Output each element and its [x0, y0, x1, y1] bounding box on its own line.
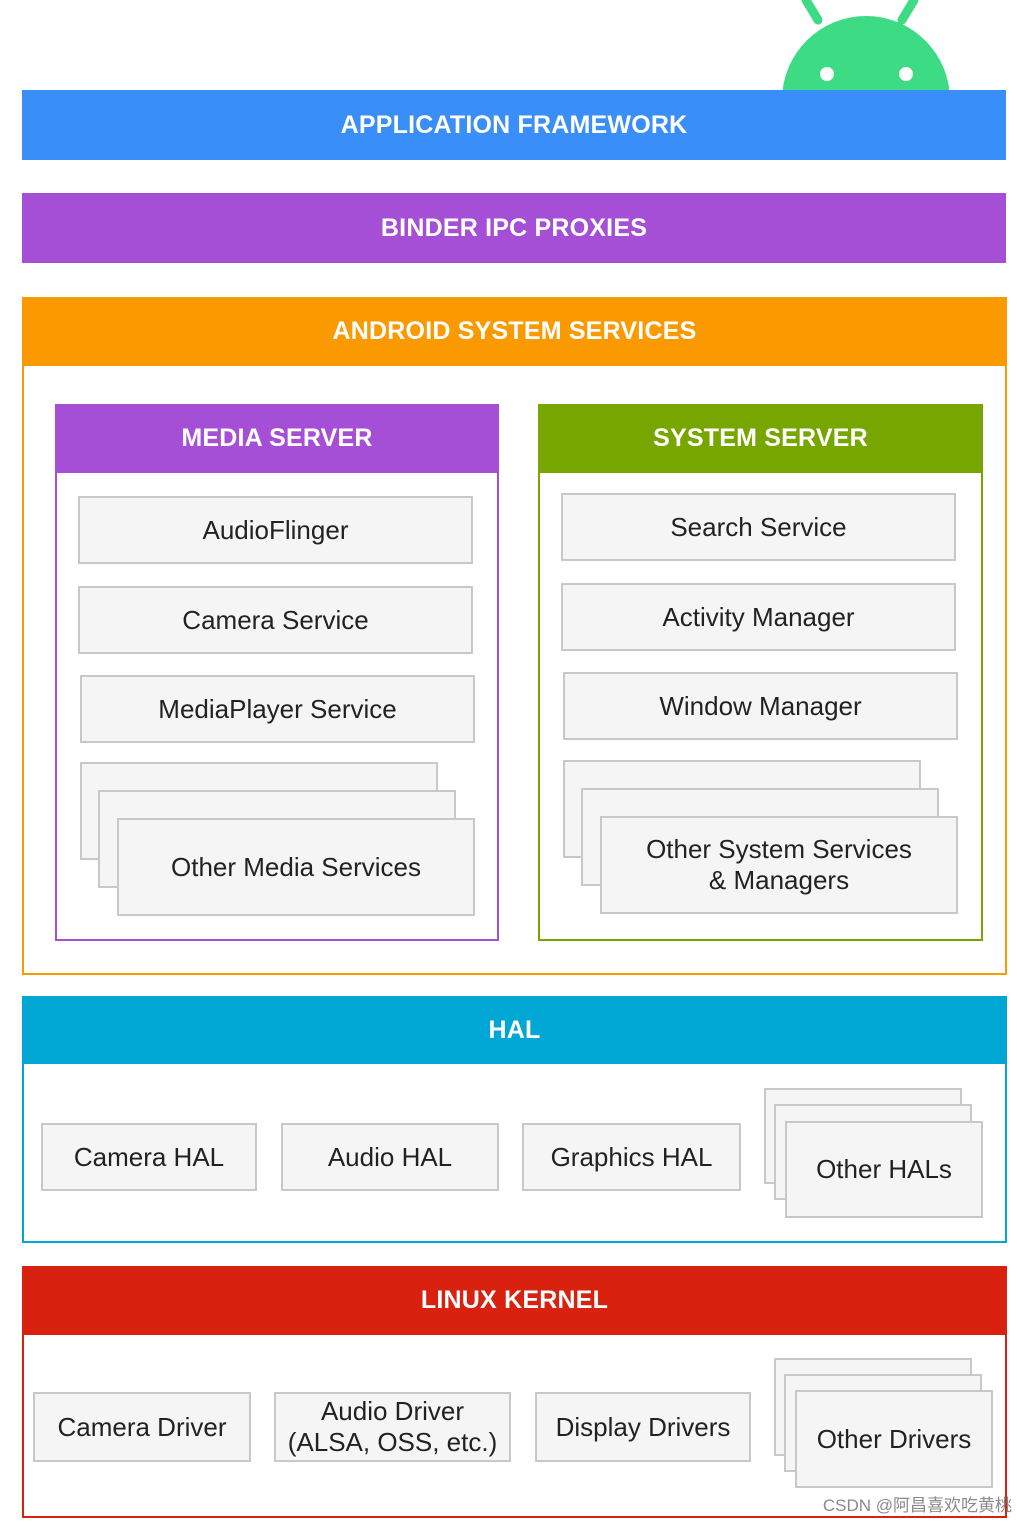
hal-label: HAL — [488, 1015, 541, 1044]
activity-manager-label: Activity Manager — [662, 601, 855, 632]
other-media-services-label: Other Media Services — [171, 851, 421, 882]
application-framework-label: APPLICATION FRAMEWORK — [340, 110, 688, 139]
display-drivers-label: Display Drivers — [555, 1411, 731, 1442]
binder-ipc-bar: BINDER IPC PROXIES — [22, 193, 1006, 263]
search-service-label: Search Service — [670, 511, 847, 542]
other-hals-box: Other HALs — [785, 1121, 983, 1218]
system-server-title: SYSTEM SERVER — [653, 424, 868, 452]
camera-service-label: Camera Service — [182, 604, 369, 635]
media-server-header: MEDIA SERVER — [55, 404, 499, 473]
search-service-box: Search Service — [561, 493, 956, 561]
camera-hal-box: Camera HAL — [41, 1123, 257, 1191]
mediaplayer-service-box: MediaPlayer Service — [80, 675, 475, 743]
other-drivers-box: Other Drivers — [795, 1390, 993, 1488]
graphics-hal-label: Graphics HAL — [550, 1141, 713, 1172]
audio-driver-box: Audio Driver (ALSA, OSS, etc.) — [274, 1392, 511, 1462]
system-server-header: SYSTEM SERVER — [538, 404, 983, 473]
other-media-services-box: Other Media Services — [117, 818, 475, 916]
camera-driver-label: Camera Driver — [57, 1411, 227, 1442]
other-system-services-box: Other System Services & Managers — [600, 816, 958, 914]
other-system-services-label: Other System Services & Managers — [646, 834, 912, 895]
graphics-hal-box: Graphics HAL — [522, 1123, 741, 1191]
android-robot-icon — [782, 0, 950, 100]
audio-hal-label: Audio HAL — [327, 1141, 453, 1172]
hal-bar: HAL — [22, 996, 1007, 1064]
binder-ipc-label: BINDER IPC PROXIES — [380, 213, 648, 242]
mediaplayer-service-label: MediaPlayer Service — [158, 693, 397, 724]
window-manager-box: Window Manager — [563, 672, 958, 740]
linux-kernel-bar: LINUX KERNEL — [22, 1266, 1007, 1335]
application-framework-bar: APPLICATION FRAMEWORK — [22, 90, 1006, 160]
audio-hal-box: Audio HAL — [281, 1123, 499, 1191]
media-server-title: MEDIA SERVER — [181, 424, 373, 452]
other-drivers-label: Other Drivers — [816, 1423, 972, 1454]
other-hals-label: Other HALs — [816, 1154, 952, 1184]
camera-service-box: Camera Service — [78, 586, 473, 654]
android-system-services-label: ANDROID SYSTEM SERVICES — [332, 317, 697, 345]
linux-kernel-label: LINUX KERNEL — [420, 1286, 609, 1314]
window-manager-label: Window Manager — [659, 690, 862, 721]
watermark-text: CSDN @阿昌喜欢吃黄桃 — [822, 1496, 1012, 1515]
audio-driver-label: Audio Driver (ALSA, OSS, etc.) — [287, 1396, 498, 1457]
audioflinger-label: AudioFlinger — [202, 514, 349, 545]
display-drivers-box: Display Drivers — [535, 1392, 751, 1462]
activity-manager-box: Activity Manager — [561, 583, 956, 651]
android-system-services-bar: ANDROID SYSTEM SERVICES — [22, 297, 1007, 366]
audioflinger-box: AudioFlinger — [78, 496, 473, 564]
camera-hal-label: Camera HAL — [73, 1141, 225, 1172]
camera-driver-box: Camera Driver — [33, 1392, 251, 1462]
